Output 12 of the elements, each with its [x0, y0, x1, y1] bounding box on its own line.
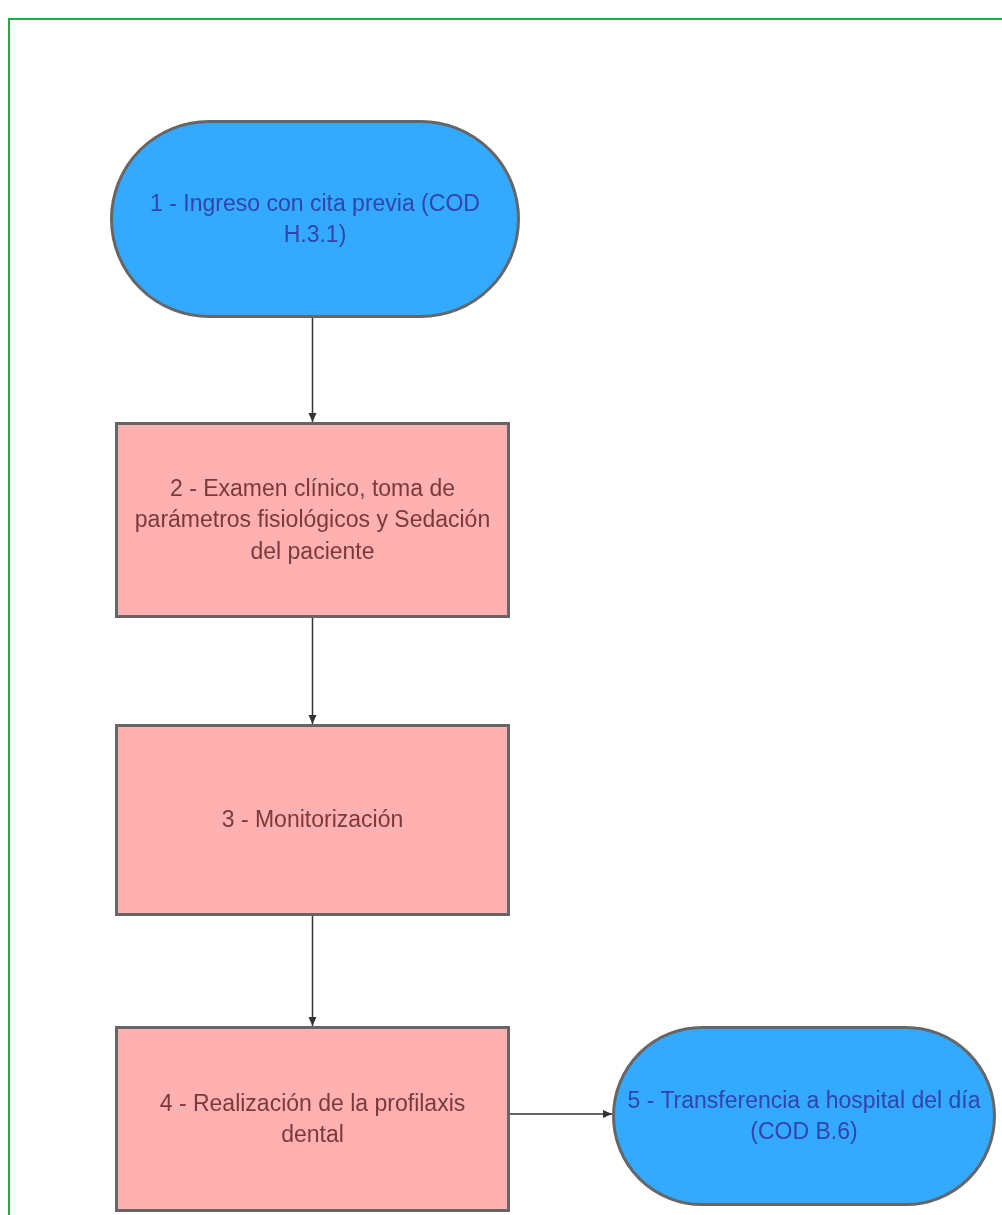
- process-box: [115, 1026, 510, 1212]
- node-label: 4 - Realización de la profilaxis dental: [158, 1088, 467, 1149]
- process-box: [115, 724, 510, 916]
- arrow: [509, 1110, 613, 1118]
- process-box: [115, 422, 510, 618]
- arrow: [308, 617, 317, 725]
- arrow: [308, 915, 317, 1027]
- node-label: 1 - Ingreso con cita previa (COD H.3.1): [149, 188, 481, 249]
- node-label: 3 - Monitorización: [221, 805, 404, 835]
- node-label: 2 - Examen clínico, toma de parámetros fisiológicos y Sedación del paciente: [133, 474, 492, 566]
- arrow: [308, 317, 317, 423]
- node-label: 5 - Transferencia a hospital del día (COD B.6): [626, 1085, 982, 1146]
